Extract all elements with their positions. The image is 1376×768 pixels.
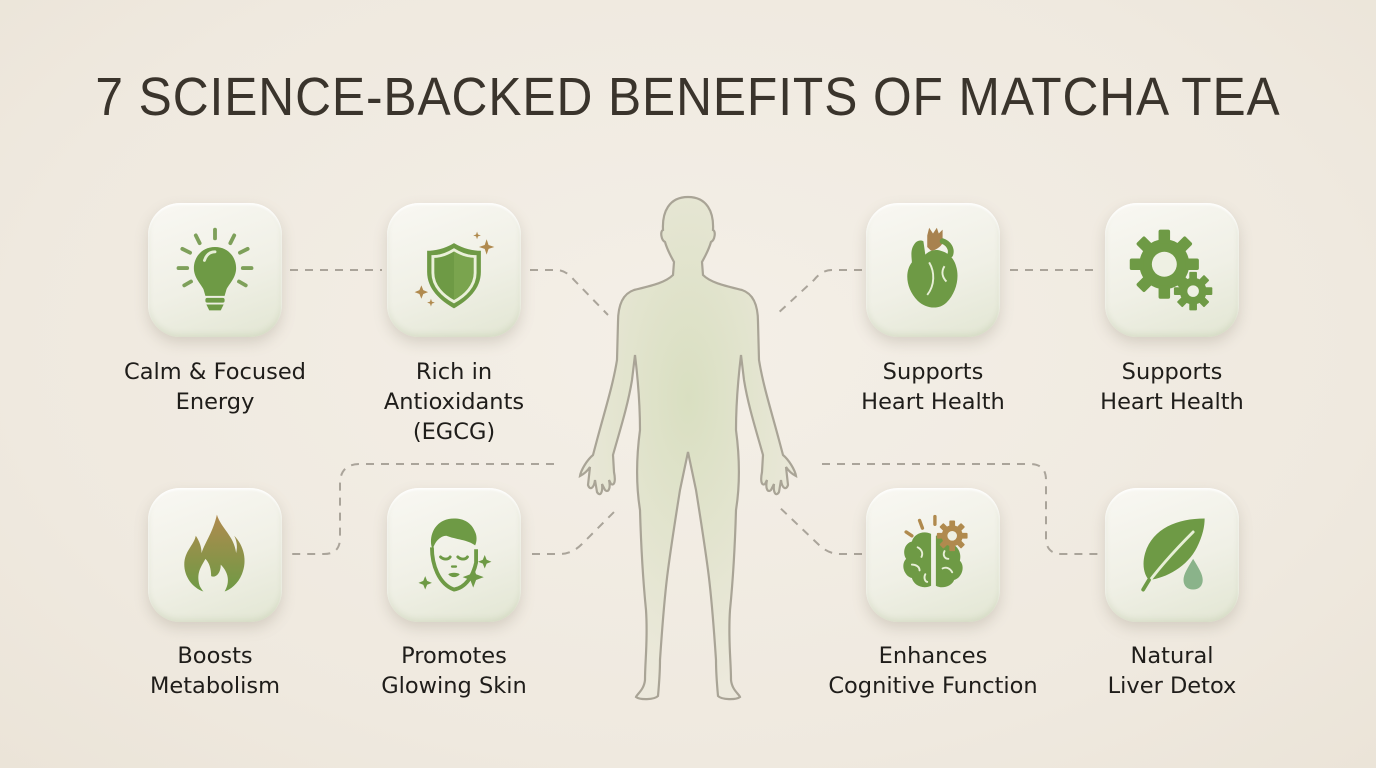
benefit-label-metabolism: Boosts Metabolism bbox=[149, 643, 281, 699]
benefit-label-gears: Supports Heart Health bbox=[1100, 359, 1244, 415]
page-title: 7 SCIENCE-BACKED BENEFITS OF MATCHA TEA bbox=[95, 67, 1281, 127]
leaf-drop-icon bbox=[1141, 518, 1205, 592]
benefit-card-liver bbox=[1105, 488, 1239, 622]
benefit-card-antioxidants bbox=[387, 203, 521, 337]
benefit-card-skin bbox=[387, 488, 521, 622]
benefit-card-cognitive bbox=[866, 488, 1000, 622]
benefit-label-liver: Natural Liver Detox bbox=[1107, 643, 1237, 699]
lightbulb-icon bbox=[176, 227, 254, 311]
heart-organ-icon bbox=[907, 227, 958, 308]
benefit-label-heart: Supports Heart Health bbox=[861, 359, 1005, 415]
flame-icon bbox=[184, 514, 245, 592]
face-sparkle-icon bbox=[418, 518, 492, 592]
benefit-card-metabolism bbox=[148, 488, 282, 622]
shield-icon bbox=[414, 231, 495, 309]
benefit-card-gears bbox=[1105, 203, 1239, 337]
benefit-label-energy: Calm & Focused Energy bbox=[124, 359, 306, 415]
benefit-label-skin: Promotes Glowing Skin bbox=[381, 643, 527, 699]
benefit-card-energy bbox=[148, 203, 282, 337]
benefit-card-heart bbox=[866, 203, 1000, 337]
gears-icon bbox=[1129, 229, 1213, 311]
benefit-label-cognitive: Enhances Cognitive Function bbox=[828, 643, 1038, 699]
benefit-label-antioxidants: Rich in Antioxidants (EGCG) bbox=[383, 359, 525, 445]
brain-gear-icon bbox=[903, 514, 968, 588]
